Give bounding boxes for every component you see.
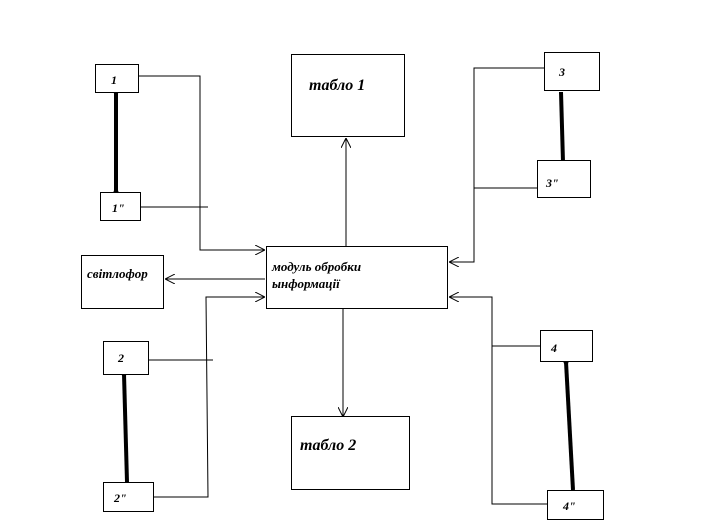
processing-module-label-line1: модуль обробки	[272, 259, 362, 274]
tablo-1-label: табло 1	[309, 77, 366, 94]
sensor-1-label: 1	[111, 73, 117, 87]
sensor-2-label: 2	[118, 351, 124, 365]
tablo-1-box: табло 1	[291, 54, 405, 137]
sensor-3-box: 3	[544, 52, 600, 91]
traffic-light-label: світлофор	[87, 266, 148, 281]
processing-module-label-line2: ынформації	[272, 276, 340, 291]
sensor-2b-label: 2"	[114, 491, 127, 505]
sensor-1b-label: 1"	[112, 201, 125, 215]
bar-3	[559, 91, 565, 163]
sensor-4-label: 4	[551, 341, 557, 355]
tablo-2-label: табло 2	[300, 437, 357, 454]
wire-4b-to-module	[449, 297, 548, 505]
sensor-2b-box: 2"	[103, 482, 154, 512]
wire-2b-to-module	[153, 297, 265, 498]
tablo-2-box: табло 2	[291, 416, 410, 490]
sensor-3-label: 3	[559, 65, 565, 79]
wire-1-to-module	[138, 75, 265, 250]
sensor-3b-box: 3"	[537, 160, 591, 198]
sensor-4b-label: 4"	[563, 499, 576, 513]
bar-2	[122, 373, 129, 483]
sensor-1-box: 1	[95, 64, 139, 93]
wire-3-to-module	[449, 67, 545, 262]
processing-module-box: модуль обробки ынформації	[266, 246, 448, 309]
traffic-light-box: світлофор	[81, 255, 164, 309]
sensor-4-box: 4	[540, 330, 593, 362]
sensor-1b-box: 1"	[100, 192, 141, 221]
sensor-3b-label: 3"	[546, 176, 559, 190]
bar-4	[564, 361, 575, 491]
sensor-4b-box: 4"	[547, 490, 604, 520]
sensor-2-box: 2	[103, 341, 149, 375]
